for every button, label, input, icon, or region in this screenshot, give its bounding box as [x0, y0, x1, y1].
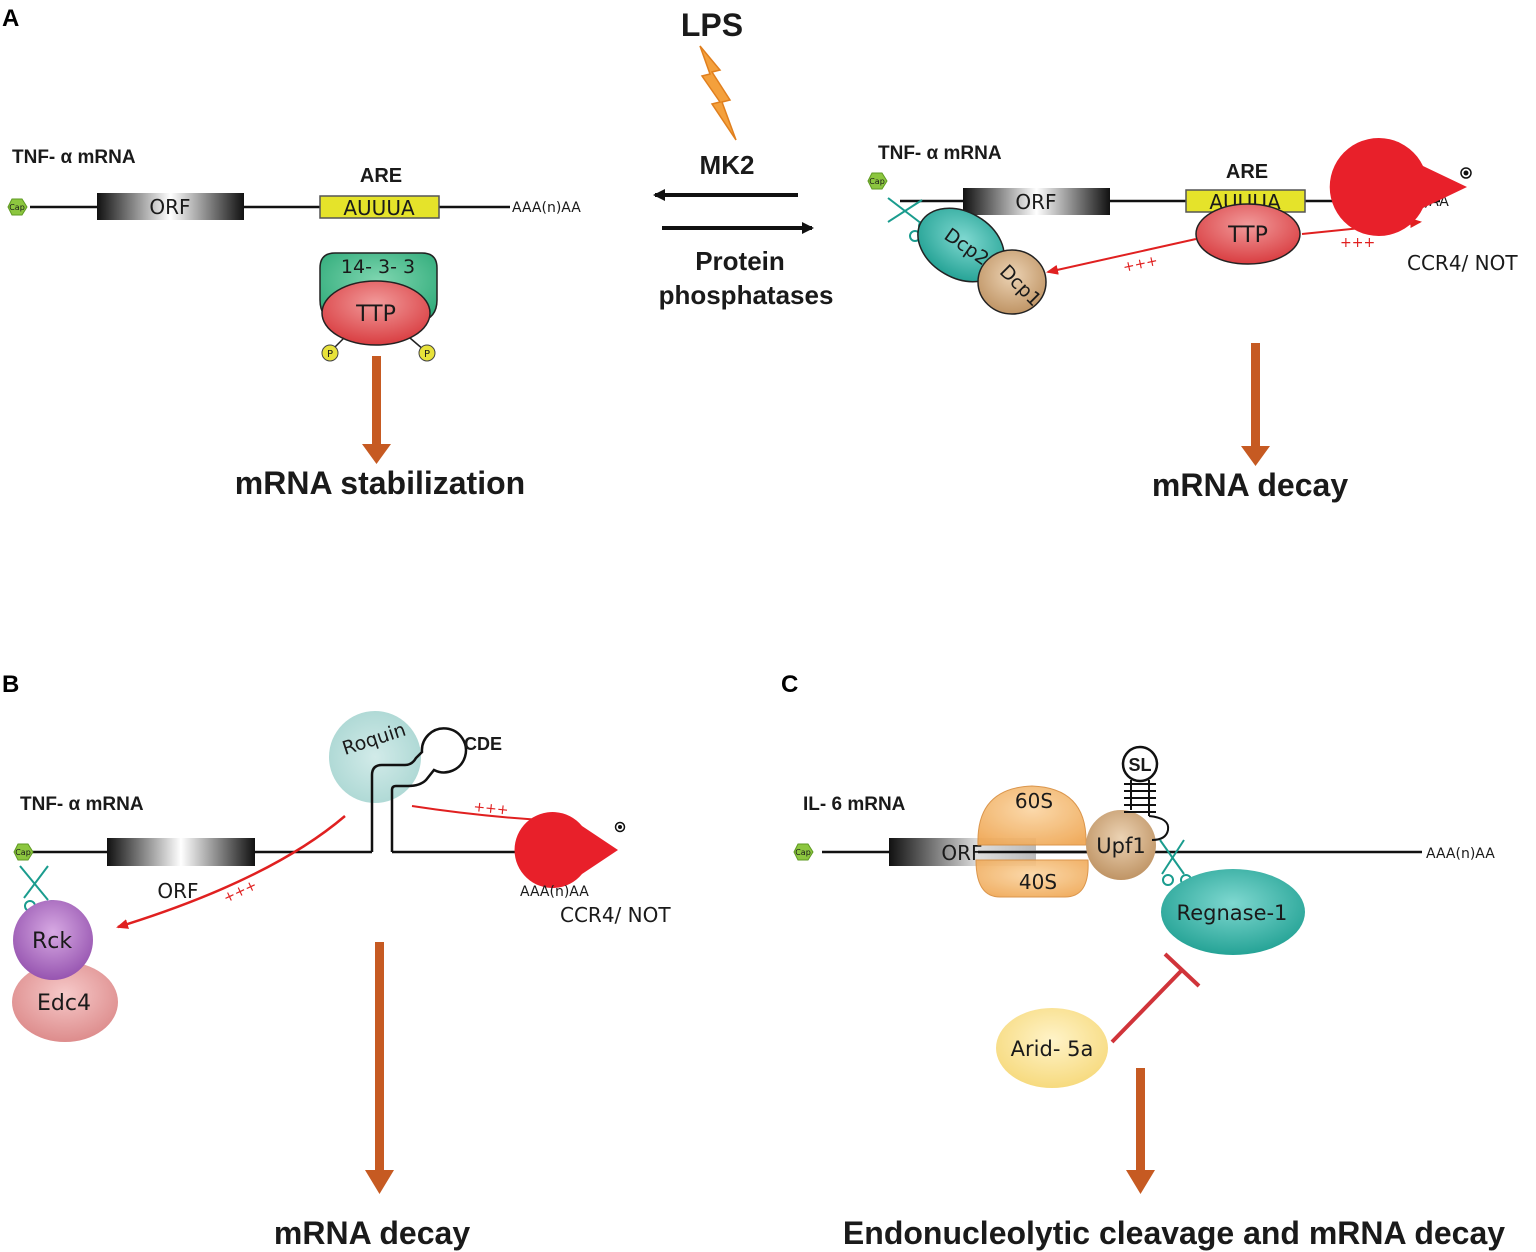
are-label: ARE	[1226, 161, 1268, 183]
phosphatase-label-line2: phosphatases	[659, 280, 834, 310]
upf1-protein	[1086, 810, 1156, 880]
plus-label: +++	[1122, 253, 1160, 276]
sl-label: SL	[1128, 755, 1151, 775]
ttp-protein	[321, 280, 431, 346]
outcome-arrow	[362, 356, 391, 464]
pacman-icon	[514, 811, 626, 888]
activation-arrow	[116, 815, 346, 929]
cap-label: Cap	[9, 203, 25, 212]
inhibition-line	[1110, 968, 1184, 1044]
ttp-label: TTP	[355, 302, 396, 327]
auuua-box	[319, 195, 440, 219]
roquin-protein	[329, 711, 421, 803]
scissors-icon	[1159, 839, 1192, 886]
arid5a-label: Arid- 5a	[1011, 1037, 1094, 1061]
cde-stem-loop	[370, 727, 468, 852]
upf1-label: Upf1	[1096, 834, 1145, 858]
lightning-bolt-icon	[699, 45, 737, 141]
edc4-protein	[12, 962, 118, 1042]
cap-label: Cap	[869, 177, 885, 186]
plus-label: +++	[1340, 235, 1375, 251]
outcome-arrow	[1241, 343, 1270, 466]
outcome-label: Endonucleolytic cleavage and mRNA decay	[843, 1215, 1505, 1251]
panel-letter-a: A	[2, 5, 19, 32]
lps-stimulus: LPS	[681, 7, 743, 141]
regnase-protein	[1161, 869, 1305, 955]
deadenylase-label: CCR4/ NOT	[560, 903, 671, 927]
ribosome-40s	[975, 859, 1089, 898]
are-label: ARE	[360, 165, 402, 187]
plus-label: +++	[473, 799, 510, 819]
outcome-label: mRNA stabilization	[235, 465, 525, 501]
60s-label: 60S	[1015, 789, 1053, 813]
outcome-arrow	[1126, 1068, 1155, 1194]
outcome-arrow	[365, 942, 394, 1194]
panel-a-left: TNF- α mRNA Cap ORF ARE AUUUA AAA(n)AA 1…	[7, 147, 581, 501]
mrna-label: IL- 6 mRNA	[803, 794, 906, 815]
activation-arrow	[1046, 238, 1197, 275]
panel-letter-b: B	[2, 671, 19, 698]
edc4-label: Edc4	[37, 991, 91, 1016]
cap-label: Cap	[15, 848, 31, 857]
ttp-label: TTP	[1227, 223, 1268, 248]
polya-label: AAA(n)AA	[512, 200, 581, 216]
mk2-label: MK2	[700, 150, 755, 180]
outcome-label: mRNA decay	[274, 1215, 470, 1251]
phosphate-icon: P	[418, 344, 436, 362]
mrna-label: TNF- α mRNA	[20, 794, 144, 815]
arid5a-protein	[996, 1008, 1108, 1088]
adaptor-label: 14- 3- 3	[341, 256, 415, 278]
mrna-label: TNF- α mRNA	[12, 147, 136, 168]
orf-label: ORF	[149, 195, 190, 219]
rck-protein	[13, 900, 93, 980]
sl-stem-loop: SL	[1121, 745, 1170, 841]
cap-icon: Cap	[13, 843, 34, 861]
40s-label: 40S	[1019, 870, 1057, 894]
cap-icon: Cap	[7, 198, 28, 216]
cap-label: Cap	[795, 848, 811, 857]
lps-label: LPS	[681, 7, 743, 43]
pacman-icon	[1329, 138, 1472, 236]
polya-label: AAA(n)AA	[520, 884, 589, 900]
cde-label: CDE	[464, 734, 502, 754]
panel-letter-c: C	[781, 671, 798, 698]
ribosome-60s	[977, 785, 1087, 846]
svg-text:P: P	[327, 349, 333, 360]
inhibition-bar	[1163, 952, 1201, 988]
orf-label: ORF	[1015, 190, 1056, 214]
panel-c: IL- 6 mRNA Cap ORF 60S 40S Upf1 SL	[793, 745, 1505, 1251]
panel-b: TNF- α mRNA Cap ORF Roquin CDE +++ +++ E…	[12, 711, 671, 1251]
ttp-protein	[1195, 203, 1301, 265]
dcp1-protein	[977, 249, 1047, 315]
outcome-label: mRNA decay	[1152, 467, 1348, 503]
auuua-label: AUUUA	[343, 196, 415, 220]
cap-icon: Cap	[867, 172, 888, 190]
phosphatase-label-line1: Protein	[695, 246, 785, 276]
orf-box	[107, 838, 255, 866]
deadenylase-label: CCR4/ NOT	[1407, 251, 1518, 275]
cap-icon: Cap	[793, 843, 814, 861]
regnase-label: Regnase-1	[1177, 901, 1288, 925]
polya-label: AAA(n)AA	[1426, 846, 1495, 862]
orf-box	[963, 188, 1110, 215]
orf-label: ORF	[157, 879, 198, 903]
panel-a-right: TNF- α mRNA Cap ORF ARE AUUUA AAA(n)AA T…	[867, 138, 1518, 503]
mrna-label: TNF- α mRNA	[878, 143, 1002, 164]
svg-text:P: P	[424, 349, 430, 360]
orf-box	[97, 193, 244, 220]
phosphate-icon: P	[321, 344, 339, 362]
rck-label: Rck	[32, 929, 72, 954]
